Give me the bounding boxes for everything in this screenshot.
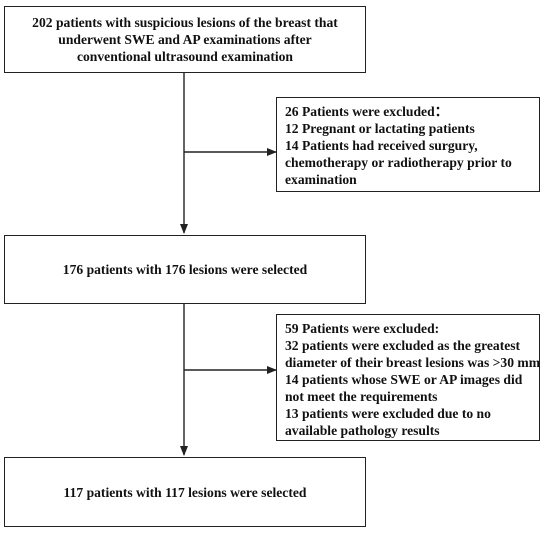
text-line: conventional ultrasound examination [76,49,293,64]
text-line: diameter of their breast lesions was >30… [285,355,541,370]
text-line: 12 Pregnant or lactating patients [285,121,475,136]
text-line: chemotherapy or radiotherapy prior to [285,155,512,170]
text-line: 26 Patients were excluded： [285,104,449,119]
box-selected-117: 117 patients with 117 lesions were selec… [4,457,366,527]
box-selected-176: 176 patients with 176 lesions were selec… [4,235,366,304]
text-line: 202 patients with suspicious lesions of … [32,15,338,30]
text-line: 176 patients with 176 lesions were selec… [62,262,308,277]
text-line: 59 Patients were excluded: [285,321,440,336]
text-line: underwent SWE and AP examinations after [58,32,312,47]
text-line: 13 patients were excluded due to no [285,406,491,421]
text-line: not meet the requirements [285,389,438,404]
text-line: examination [285,172,357,187]
text-line: 14 Patients had received surgury, [285,138,478,153]
text-line: available pathology results [285,423,440,438]
text-line: 117 patients with 117 lesions were selec… [63,484,307,500]
box-excluded-2: 59 Patients were excluded: 32 patients w… [276,314,540,441]
text-line: 32 patients were excluded as the greates… [285,338,521,353]
box-excluded-1: 26 Patients were excluded： 12 Pregnant o… [276,97,540,192]
box-initial-patients: 202 patients with suspicious lesions of … [4,6,366,73]
text-line: 14 patients whose SWE or AP images did [285,372,523,387]
